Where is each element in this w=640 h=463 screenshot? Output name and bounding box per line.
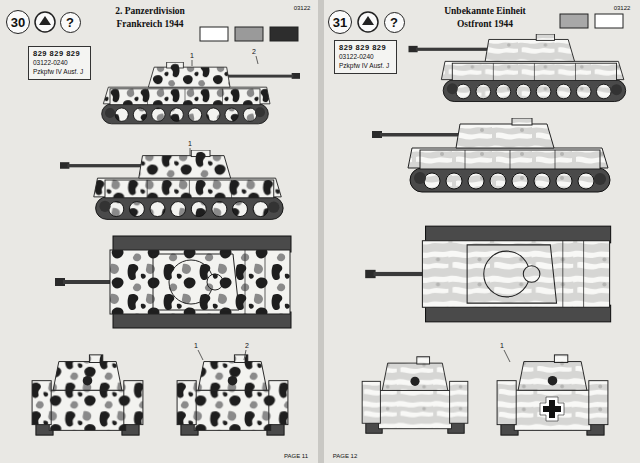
page-note: 03122 bbox=[614, 5, 631, 11]
right-page bbox=[324, 0, 640, 463]
plate-badge: 30 bbox=[6, 10, 30, 34]
decal-text: 829 829 829 bbox=[339, 43, 392, 53]
color-swatch bbox=[200, 27, 228, 41]
decal-text: Pzkpfw IV Ausf. J bbox=[33, 68, 86, 77]
decal-text: Pzkpfw IV Ausf. J bbox=[339, 62, 392, 71]
tank-side-view bbox=[102, 62, 300, 124]
tank-top-view bbox=[55, 236, 291, 328]
leader-line bbox=[256, 56, 258, 64]
page-gutter bbox=[318, 0, 324, 463]
decal-text: 03122-0240 bbox=[339, 53, 392, 62]
tank-front-view bbox=[362, 357, 468, 434]
plate-badge: ? bbox=[60, 12, 81, 33]
callout-number: 1 bbox=[194, 342, 198, 349]
page-note: 03122 bbox=[294, 5, 311, 11]
callout-number: 2 bbox=[252, 48, 256, 55]
color-swatch bbox=[595, 14, 623, 28]
tank-front-view bbox=[32, 355, 143, 435]
leader-line bbox=[198, 350, 203, 360]
scheme-title: Unbekannte Einheit bbox=[444, 7, 526, 17]
decal-text: 03122-0240 bbox=[33, 59, 86, 68]
tank-side-view bbox=[372, 118, 610, 192]
callout-number: 2 bbox=[245, 342, 249, 349]
color-swatch bbox=[235, 27, 263, 41]
scheme-title: Ostfront 1944 bbox=[457, 20, 513, 30]
plate-number: ? bbox=[66, 16, 74, 29]
leader-line bbox=[190, 148, 191, 155]
color-swatch bbox=[270, 27, 298, 41]
tank-side-view bbox=[409, 34, 626, 102]
callout-number: 1 bbox=[500, 342, 504, 349]
leader-line bbox=[504, 350, 510, 362]
tank-rear-view bbox=[177, 355, 288, 435]
page-note: PAGE 12 bbox=[333, 453, 358, 459]
scale-icon-mark bbox=[362, 16, 374, 25]
left-page bbox=[0, 0, 318, 463]
decal-text: 829 829 829 bbox=[33, 49, 86, 59]
plate-number: 31 bbox=[333, 16, 347, 29]
plate-badge: 31 bbox=[328, 10, 352, 34]
scale-icon bbox=[358, 12, 378, 32]
scheme-title: Frankreich 1944 bbox=[116, 20, 183, 30]
decal-sheet-box: 829 829 82903122-0240Pzkpfw IV Ausf. J bbox=[28, 46, 91, 80]
leader-line bbox=[192, 60, 193, 66]
tank-rear-view bbox=[497, 355, 608, 435]
balkenkreuz bbox=[540, 397, 564, 421]
scheme-title: 2. Panzerdivision bbox=[115, 7, 185, 17]
callout-number: 1 bbox=[190, 52, 194, 59]
leader-line bbox=[244, 350, 246, 360]
tank-top-view bbox=[365, 226, 610, 322]
scale-icon bbox=[35, 12, 55, 32]
scale-icon-mark bbox=[39, 16, 51, 25]
page-note: PAGE 11 bbox=[284, 453, 308, 459]
decal-sheet-box: 829 829 82903122-0240Pzkpfw IV Ausf. J bbox=[334, 40, 397, 74]
color-swatch bbox=[560, 14, 588, 28]
plate-number: ? bbox=[390, 16, 398, 29]
tank-side-view bbox=[60, 150, 283, 219]
callout-number: 1 bbox=[188, 140, 192, 147]
plate-badge: ? bbox=[384, 12, 405, 33]
plate-number: 30 bbox=[11, 16, 25, 29]
